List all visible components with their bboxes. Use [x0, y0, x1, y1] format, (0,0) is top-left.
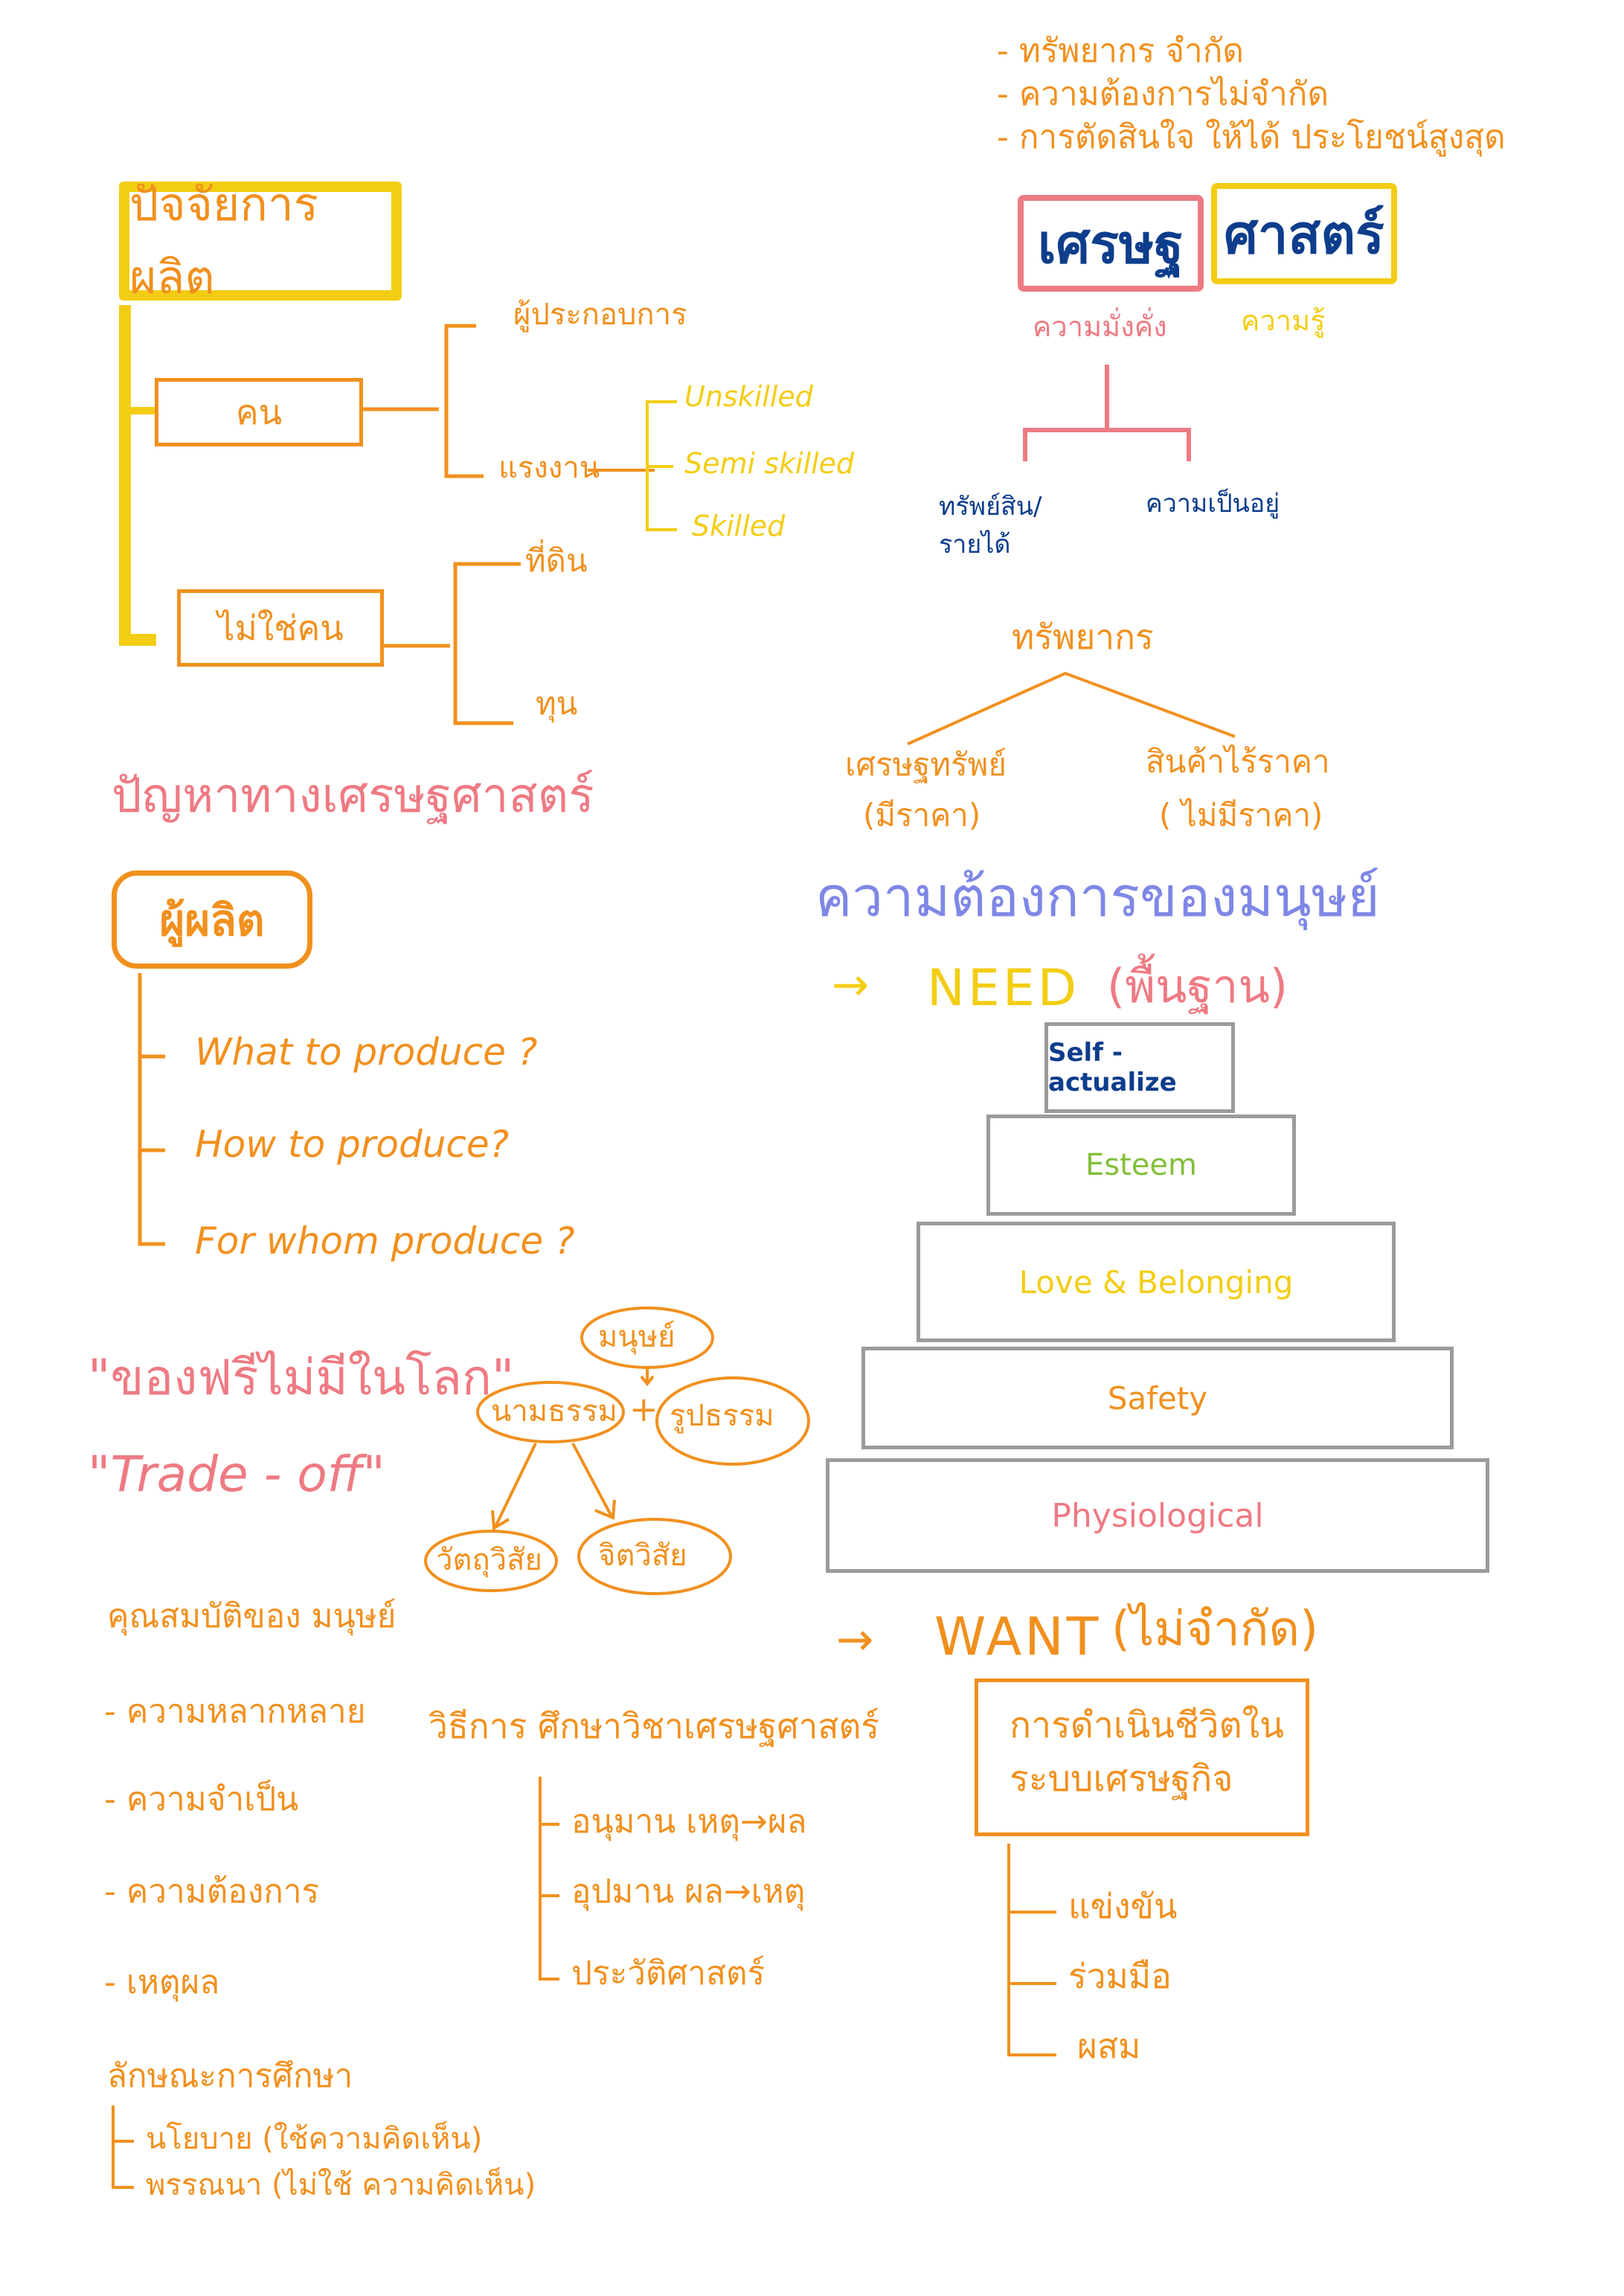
material-label: วัตถุวิสัย: [436, 1543, 542, 1577]
pyramid-tier-safety: Safety: [861, 1347, 1454, 1449]
tier-esteem-label: Esteem: [1085, 1148, 1197, 1182]
question-what: What to produce ?: [195, 1030, 538, 1074]
factors-title-box: ปัจจัยการผลิต: [119, 177, 402, 304]
econ-word-b: ศาสตร์: [1224, 202, 1384, 266]
needs-title: ความต้องการของมนุษย์: [815, 865, 1380, 929]
resources-right: สินค้าไร้ราคา: [1146, 743, 1330, 780]
trait-item-3: - ความต้องการ: [104, 1873, 320, 1911]
econ-meaning-a: ความมั่งคั่ง: [1033, 310, 1167, 343]
capital-label: ทุน: [536, 685, 578, 722]
life-item-compete: แข่งขัน: [1068, 1886, 1178, 1926]
econ-meaning-b: ความรู้: [1241, 304, 1326, 337]
people-bracket: [444, 324, 484, 478]
entrepreneur-label: ผู้ประกอบการ: [513, 298, 687, 332]
trait-item-4: - เหตุผล: [104, 1963, 220, 2001]
tier-safety-label: Safety: [1107, 1379, 1208, 1417]
life-item-mixed: ผสม: [1077, 2026, 1141, 2066]
econ-bullet-3: - การตัดสินใจ ให้ได้ ประโยชน์สูงสุด: [997, 118, 1506, 156]
method-item-3: ประวัติศาสตร์: [571, 1955, 766, 1992]
tier-self-actualize-label: Self - actualize: [1048, 1038, 1177, 1097]
life-bracket: [1007, 1844, 1056, 2056]
non-people-box: ไม่ใช่คน: [177, 589, 384, 667]
need-thai-label: (พื้นฐาน): [1107, 959, 1288, 1013]
study-item-1: นโยบาย (ใช้ความคิดเห็น): [146, 2122, 483, 2156]
econ-branch-right: ความเป็นอยู่: [1146, 489, 1280, 519]
econ-branch-left: ทรัพย์สิน/ รายได้: [939, 492, 1042, 559]
resources-title: ทรัพยากร: [1012, 617, 1154, 657]
human-down-arrow: [640, 1367, 655, 1387]
econ-word-b-box: ศาสตร์: [1211, 183, 1397, 284]
life-item-cooperate: ร่วมมือ: [1068, 1956, 1172, 1996]
question-for-whom: For whom produce ?: [195, 1219, 575, 1263]
traits-title: คุณสมบัติของ มนุษย์: [107, 1597, 397, 1635]
life-box-line-2: ระบบเศรษฐกิจ: [1010, 1758, 1233, 1800]
people-label: คน: [235, 391, 283, 432]
quote-trade-off: "Trade - off": [88, 1446, 385, 1503]
need-label: NEED: [927, 959, 1080, 1018]
land-label: ที่ดิน: [525, 542, 588, 579]
life-box: การดำเนินชีวิตใน ระบบเศรษฐกิจ: [975, 1678, 1309, 1836]
pyramid-tier-love: Love & Belonging: [917, 1222, 1396, 1342]
econ-word-a: เศรษฐ: [1037, 212, 1184, 275]
producer-label: ผู้ผลิต: [159, 894, 265, 946]
pyramid-tier-physiological: Physiological: [826, 1458, 1489, 1573]
trait-item-2: - ความจำเป็น: [104, 1780, 299, 1818]
material-ellipse: [424, 1530, 558, 1592]
quote-free-lunch: "ของฟรีไม่มีในโลก": [88, 1349, 515, 1406]
mental-ellipse: [577, 1518, 732, 1595]
semi-skilled-label: Semi skilled: [684, 447, 855, 480]
econ-word-a-box: เศรษฐ: [1018, 195, 1204, 292]
non-people-label: ไม่ใช่คน: [217, 607, 344, 648]
method-item-1: อนุมาน เหตุ→ผล: [571, 1803, 807, 1841]
study-item-2: พรรณนา (ไม่ใช้ ความคิดเห็น): [146, 2168, 536, 2202]
want-arrow-icon: →: [836, 1614, 874, 1666]
tier-love-label: Love & Belonging: [1018, 1263, 1294, 1301]
labor-label: แรงงาน: [498, 451, 600, 485]
non-people-bracket: [453, 562, 521, 725]
concrete-label: รูปธรรม: [670, 1399, 774, 1433]
method-item-2: อุปมาน ผล→เหตุ: [571, 1873, 806, 1911]
want-label: WANT: [934, 1606, 1102, 1667]
skilled-label: Skilled: [692, 510, 786, 542]
pyramid-tier-self-actualize: Self - actualize: [1044, 1022, 1235, 1113]
life-box-line-1: การดำเนินชีวิตใน: [1010, 1705, 1284, 1746]
econ-bullet-2: - ความต้องการไม่จำกัด: [997, 75, 1329, 113]
plus-sign: +: [629, 1389, 658, 1429]
tier-physiological-label: Physiological: [1051, 1496, 1264, 1535]
problems-title: ปัญหาทางเศรษฐศาสตร์: [112, 769, 594, 824]
mental-label: จิตวิสัย: [598, 1539, 687, 1573]
resources-left: เศรษฐทรัพย์: [845, 746, 1007, 783]
study-bracket: [112, 2106, 134, 2189]
resources-right-sub: ( ไม่มีราคา): [1159, 797, 1323, 833]
factors-trunk-line: [119, 305, 156, 646]
producer-bracket: [138, 973, 165, 1246]
abstract-ellipse: [476, 1381, 625, 1443]
trait-item-1: - ความหลากหลาย: [104, 1693, 366, 1731]
resources-left-sub: (มีราคา): [863, 797, 981, 833]
human-label: มนุษย์: [598, 1320, 675, 1354]
methods-bracket: [539, 1777, 559, 1981]
abstract-to-material-arrow: [491, 1443, 537, 1531]
abstract-to-mental-arrow: [571, 1443, 616, 1520]
people-box: คน: [155, 378, 363, 446]
econ-bullet-1: - ทรัพยากร จำกัด: [997, 32, 1244, 70]
factors-title: ปัจจัยการผลิต: [129, 177, 318, 304]
methods-title: วิธีการ ศึกษาวิชาเศรษฐศาสตร์: [429, 1706, 880, 1746]
pyramid-tier-esteem: Esteem: [986, 1115, 1296, 1216]
abstract-label: นามธรรม: [491, 1394, 617, 1428]
concrete-ellipse: [655, 1376, 810, 1466]
resources-tree: [907, 671, 1236, 745]
question-how: How to produce?: [195, 1123, 510, 1166]
study-title: ลักษณะการศึกษา: [107, 2057, 353, 2095]
need-arrow-icon: →: [832, 959, 870, 1011]
producer-box: ผู้ผลิต: [112, 870, 312, 969]
want-thai-label: (ไม่จำกัด): [1111, 1602, 1319, 1657]
unskilled-label: Unskilled: [684, 380, 813, 413]
econ-tree-bar: [1023, 428, 1191, 461]
